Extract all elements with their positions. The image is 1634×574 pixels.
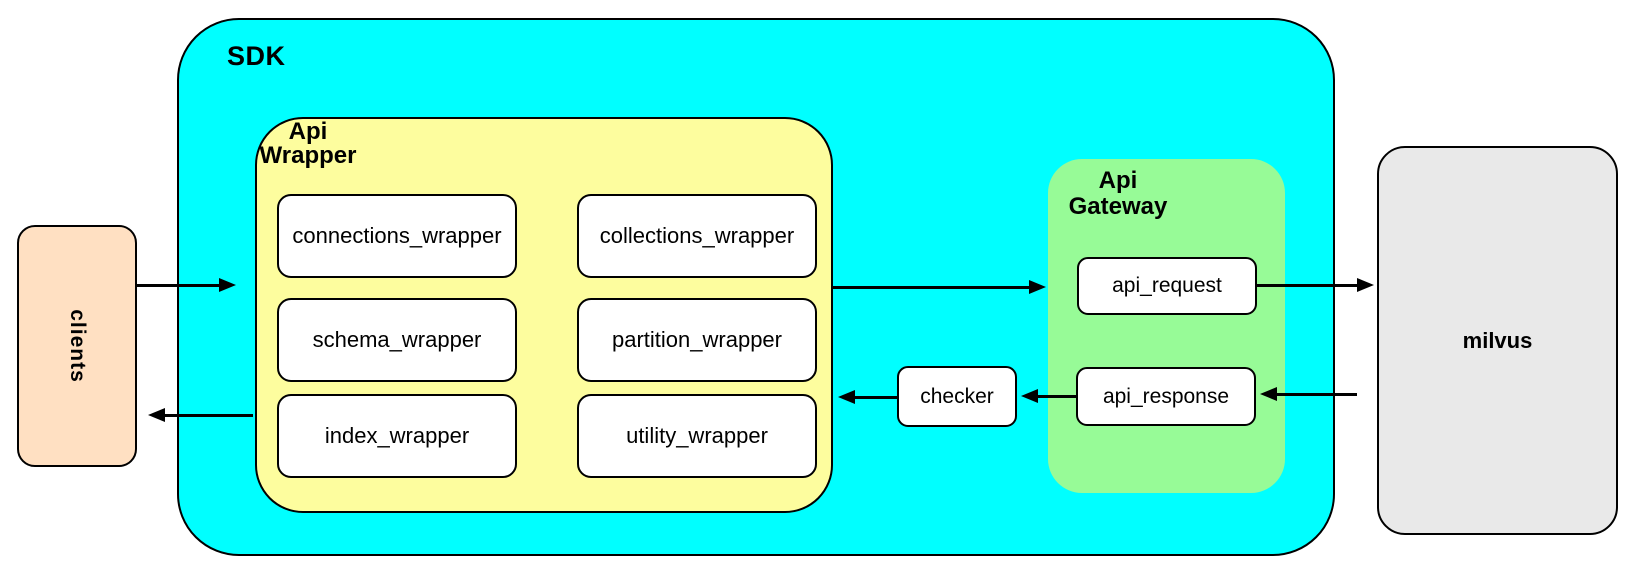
clients-label: clients	[66, 309, 89, 383]
api-wrapper-title-line2: Wrapper	[259, 142, 357, 169]
api-gateway-title-line2: Gateway	[1068, 193, 1168, 220]
wrapper-node-index: index_wrapper	[277, 394, 517, 478]
sdk-label: SDK	[227, 41, 286, 71]
api-request-node: api_request	[1077, 257, 1257, 315]
api-gateway-container	[1048, 159, 1285, 493]
wrapper-node-utility: utility_wrapper	[577, 394, 817, 478]
api-wrapper-title: Api Wrapper	[252, 120, 364, 168]
api-gateway-title: Api Gateway	[1058, 168, 1178, 220]
checker-node: checker	[897, 366, 1017, 427]
wrapper-node-partition: partition_wrapper	[577, 298, 817, 382]
milvus-label: milvus	[1462, 327, 1533, 353]
clients-node: clients	[17, 225, 137, 467]
api-wrapper-title-line1: Api	[288, 118, 328, 145]
wrapper-node-connections: connections_wrapper	[277, 194, 517, 278]
api-gateway-title-line1: Api	[1098, 167, 1138, 194]
api-response-node: api_response	[1076, 367, 1256, 426]
wrapper-node-collections: collections_wrapper	[577, 194, 817, 278]
milvus-node: milvus	[1377, 146, 1618, 535]
wrapper-node-schema: schema_wrapper	[277, 298, 517, 382]
